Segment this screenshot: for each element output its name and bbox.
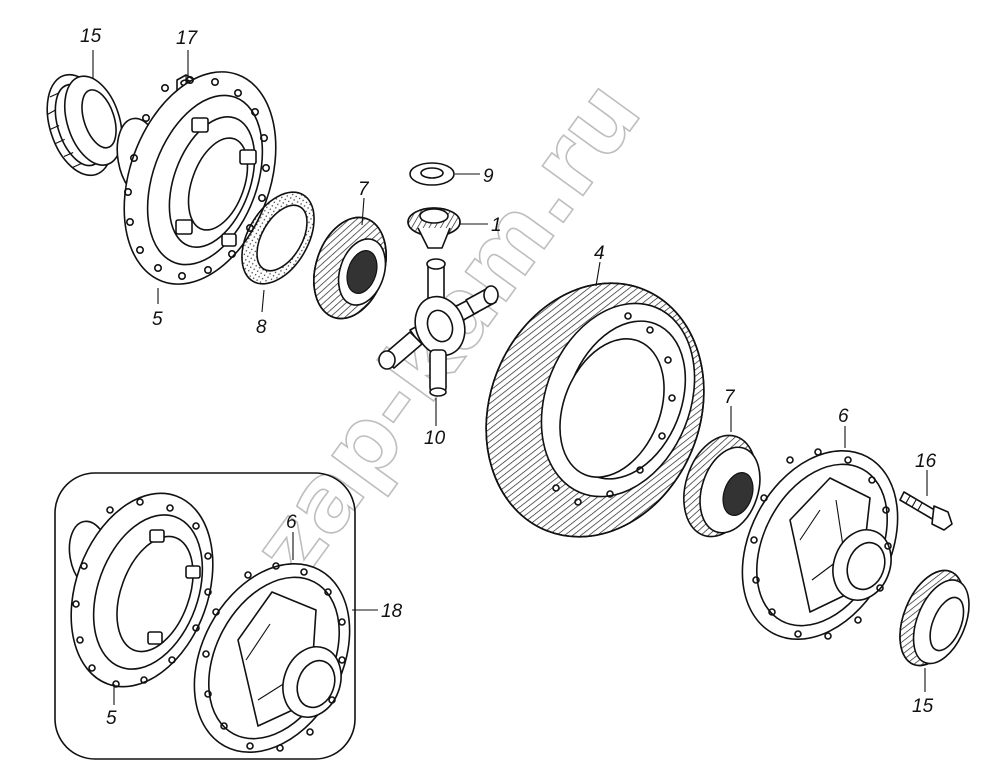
part-4-ring-gear (485, 282, 705, 538)
part-15-bearing-bottom (899, 569, 970, 667)
callout-18: 18 (381, 601, 403, 622)
callout-9: 9 (483, 166, 494, 187)
leader-lines (92, 50, 928, 705)
callout-7-top: 7 (358, 179, 370, 200)
callout-6-right: 6 (838, 406, 849, 427)
part-9-thrust-washer (409, 162, 455, 186)
callout-8: 8 (256, 317, 267, 338)
callout-5-inset: 5 (106, 708, 117, 729)
callout-17: 17 (176, 28, 199, 49)
part-16-bolt (899, 491, 953, 531)
callout-15-top: 15 (80, 26, 102, 47)
callout-labels: 15 17 9 7 1 4 5 8 10 7 6 16 6 18 5 15 (80, 26, 937, 729)
part-8-washer (241, 191, 315, 285)
callout-5-top: 5 (152, 309, 163, 330)
callout-10: 10 (424, 428, 446, 449)
part-7-side-gear-top (313, 216, 387, 320)
part-5-housing-top (116, 71, 277, 285)
callout-6-inset: 6 (286, 512, 297, 533)
part-15-bearing-top (46, 73, 123, 177)
callout-4: 4 (594, 243, 605, 264)
part-6-housing-right (741, 448, 899, 641)
part-1-pinion-gear (407, 207, 461, 249)
part-7-side-gear-right (683, 434, 761, 538)
part-10-cross-spider (378, 258, 499, 397)
callout-7-right: 7 (724, 387, 736, 408)
callout-16: 16 (915, 451, 937, 472)
callout-15-bottom: 15 (912, 696, 934, 717)
callout-1: 1 (491, 215, 502, 236)
inset-assembly-18 (54, 472, 356, 760)
